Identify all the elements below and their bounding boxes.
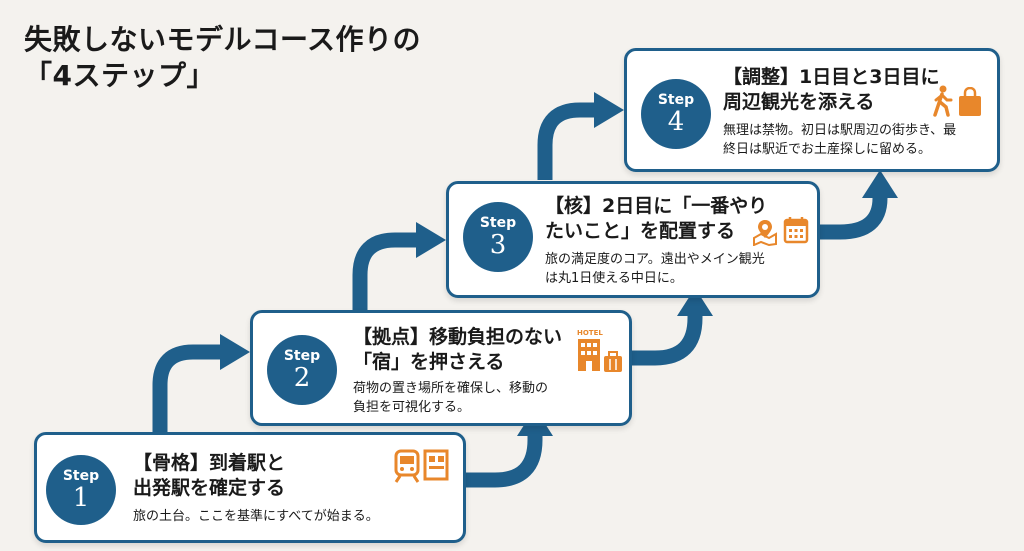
step-3-card: Step 3 【核】2日目に「一番やり たいこと」を配置する 旅の満足度のコア。…	[446, 181, 820, 298]
step-1-number: 1	[72, 483, 90, 513]
walking-person-icon	[933, 85, 953, 117]
step-4-desc-line-2: 終日は駅近でお土産探しに留める。	[723, 142, 932, 157]
step-3-description: 旅の満足度のコア。遠出やメイン観光 は丸1日使える中日に。	[545, 250, 765, 288]
arrow-3-to-4-right	[820, 190, 888, 240]
step-4-badge: Step 4	[641, 79, 711, 149]
step-1-heading: 【骨格】到着駅と 出発駅を確定する	[133, 451, 285, 501]
arrowhead-6	[862, 170, 898, 198]
step-3-heading: 【核】2日目に「一番やり たいこと」を配置する	[545, 194, 767, 244]
step-3-number: 3	[489, 230, 507, 260]
shopping-bag-icon	[959, 87, 981, 116]
step-4-heading-line-2: 周辺観光を添える	[723, 91, 875, 113]
step-2-heading-line-2: 「宿」を押さえる	[353, 351, 505, 373]
step-4-label: Step	[657, 92, 695, 108]
hotel-building-icon	[578, 339, 600, 371]
step-2-description: 荷物の置き場所を確保し、移動の 負担を可視化する。	[353, 379, 548, 417]
hotel-icon: HOTEL	[577, 329, 603, 373]
step-2-number: 2	[293, 363, 311, 393]
suitcase-icon	[604, 351, 622, 372]
step-4-desc-line-1: 無理は禁物。初日は駅周辺の街歩き、最	[723, 123, 957, 138]
arrowhead-1	[220, 334, 250, 370]
step-4-card: Step 4 【調整】1日目と3日目に 周辺観光を添える 無理は禁物。初日は駅周…	[624, 48, 1000, 172]
arrow-1-to-2-right	[465, 432, 543, 488]
step-3-heading-line-1: 【核】2日目に「一番やり	[545, 195, 768, 217]
step-2-badge: Step 2	[267, 335, 337, 405]
step-4-description: 無理は禁物。初日は駅周辺の街歩き、最 終日は駅近でお土産探しに留める。	[723, 121, 956, 159]
step-1-description: 旅の土台。ここを基準にすべてが始まる。	[133, 507, 379, 526]
step-2-desc-line-1: 荷物の置き場所を確保し、移動の	[353, 381, 549, 396]
arrow-1-to-2-left	[152, 344, 222, 432]
step-2-heading: 【拠点】移動負担のない 「宿」を押さえる	[353, 325, 562, 375]
step-2-card: Step 2 【拠点】移動負担のない 「宿」を押さえる 荷物の置き場所を確保し、…	[250, 310, 632, 426]
step-4-heading: 【調整】1日目と3日目に 周辺観光を添える	[723, 65, 939, 115]
calendar-icon	[783, 217, 809, 244]
step-3-desc-line-1: 旅の満足度のコア。遠出やメイン観光	[545, 252, 765, 267]
arrow-3-to-4-left	[537, 102, 596, 180]
arrow-2-to-3-right	[630, 310, 703, 366]
step-3-heading-line-2: たいこと」を配置する	[545, 220, 736, 242]
station-icon	[423, 449, 449, 481]
arrowhead-5	[594, 92, 624, 128]
step-2-label: Step	[283, 348, 321, 364]
step-1-label: Step	[62, 468, 100, 484]
step-2-desc-line-2: 負担を可視化する。	[353, 400, 471, 415]
hotel-sign-label: HOTEL	[577, 329, 603, 337]
step-1-badge: Step 1	[46, 455, 116, 525]
step-1-heading-line-2: 出発駅を確定する	[133, 477, 286, 499]
arrow-2-to-3-left	[352, 232, 418, 310]
page-title: 失敗しないモデルコース作りの 「4ステップ」	[24, 22, 421, 95]
step-4-heading-line-1: 【調整】1日目と3日目に	[723, 66, 940, 88]
step-2-heading-line-1: 【拠点】移動負担のない	[353, 326, 563, 348]
step-1-desc-line-1: 旅の土台。ここを基準にすべてが始まる。	[133, 509, 379, 524]
step-3-badge: Step 3	[463, 202, 533, 272]
step-3-desc-line-2: は丸1日使える中日に。	[545, 271, 683, 286]
train-icon	[394, 449, 420, 483]
step-1-heading-line-1: 【骨格】到着駅と	[133, 452, 286, 474]
arrowhead-3	[416, 222, 446, 258]
arrowhead-4	[677, 288, 713, 316]
step-3-label: Step	[479, 215, 517, 231]
title-line-2: 「4ステップ」	[24, 59, 215, 93]
map-pin-icon	[753, 220, 777, 246]
step-4-number: 4	[667, 107, 685, 137]
step-1-card: Step 1 【骨格】到着駅と 出発駅を確定する 旅の土台。ここを基準にすべてが…	[34, 432, 466, 543]
title-line-1: 失敗しないモデルコース作りの	[24, 23, 422, 56]
